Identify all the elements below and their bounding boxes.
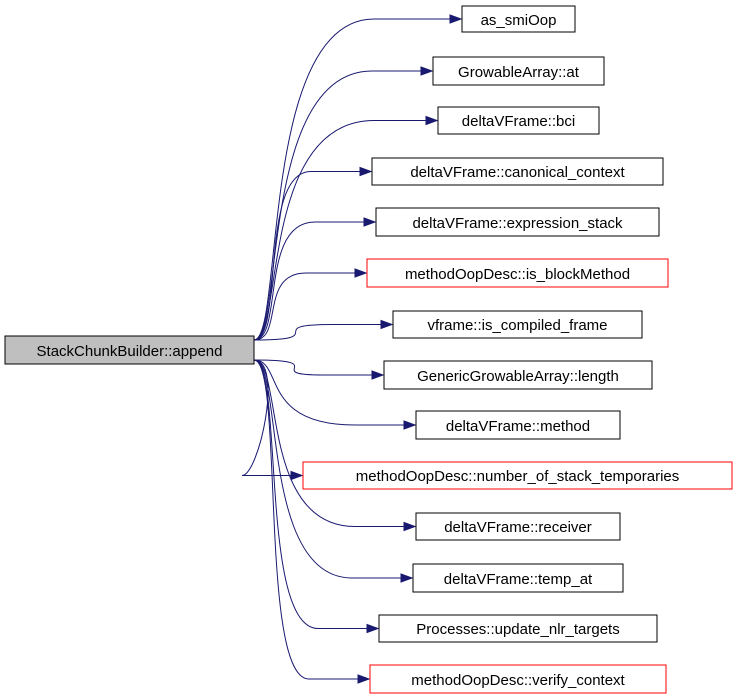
call-edges: [241, 14, 463, 684]
call-edge: [253, 359, 371, 684]
call-edge: [253, 217, 377, 341]
source-node[interactable]: StackChunkBuilder::append: [4, 335, 255, 365]
callee-node-label: GenericGrowableArray::length: [417, 368, 619, 385]
arrowhead: [290, 470, 304, 481]
callee-node-genericgrowablearray-length[interactable]: GenericGrowableArray::length: [383, 360, 653, 390]
call-edge: [241, 359, 304, 481]
call-edge: [253, 319, 394, 341]
arrowhead: [403, 420, 417, 430]
callee-node-vframe-is-compiled-frame[interactable]: vframe::is_compiled_frame: [392, 310, 643, 339]
callee-node-label: deltaVFrame::receiver: [444, 519, 592, 536]
arrowhead: [366, 623, 380, 634]
callee-node-label: Processes::update_nlr_targets: [416, 621, 619, 638]
call-edge: [253, 268, 368, 341]
callee-node-deltavframe-receiver[interactable]: deltaVFrame::receiver: [415, 512, 621, 541]
call-edge: [253, 359, 385, 380]
callee-node-label: methodOopDesc::is_blockMethod: [405, 266, 630, 283]
callee-node-label: GrowableArray::at: [458, 64, 580, 81]
callee-node-label: deltaVFrame::temp_at: [444, 571, 593, 588]
callee-node-deltavframe-temp-at[interactable]: deltaVFrame::temp_at: [412, 563, 624, 593]
callee-node-processes-update-nlr-targets[interactable]: Processes::update_nlr_targets: [378, 614, 658, 643]
callee-node-label: as_smiOop: [481, 12, 557, 29]
callee-node-label: methodOopDesc::verify_context: [411, 672, 625, 689]
callee-node-as-smioop[interactable]: as_smiOop: [461, 5, 576, 33]
arrowhead: [363, 217, 377, 227]
callee-node-label: deltaVFrame::expression_stack: [412, 215, 623, 232]
arrowhead: [400, 573, 414, 583]
call-edge: [253, 359, 414, 583]
call-edge: [253, 359, 417, 532]
arrowhead: [357, 674, 371, 684]
arrowhead: [403, 521, 417, 532]
arrowhead: [449, 14, 463, 24]
callee-node-label: vframe::is_compiled_frame: [427, 317, 607, 334]
arrowhead: [425, 115, 439, 126]
callee-node-label: deltaVFrame::canonical_context: [410, 164, 625, 181]
arrowhead: [420, 66, 434, 76]
source-node-label: StackChunkBuilder::append: [37, 343, 223, 360]
callee-node-methodoopdesc-number-of-stack-temporaries[interactable]: methodOopDesc::number_of_stack_temporari…: [302, 461, 733, 490]
callee-node-deltavframe-method[interactable]: deltaVFrame::method: [415, 410, 621, 440]
callee-node-growablearray-at[interactable]: GrowableArray::at: [432, 56, 605, 86]
arrowhead: [380, 319, 394, 330]
callee-node-methodoopdesc-is-blockmethod[interactable]: methodOopDesc::is_blockMethod: [366, 258, 669, 288]
callee-node-methodoopdesc-verify-context[interactable]: methodOopDesc::verify_context: [369, 664, 667, 694]
call-edge: [253, 115, 439, 341]
callee-node-deltavframe-bci[interactable]: deltaVFrame::bci: [437, 106, 600, 135]
callee-node-label: deltaVFrame::method: [446, 418, 590, 435]
arrowhead: [354, 268, 368, 278]
call-edge: [253, 359, 417, 430]
arrowhead: [359, 166, 373, 177]
call-edge: [253, 66, 434, 341]
arrowhead: [371, 370, 385, 380]
call-edge: [253, 359, 380, 634]
callee-node-deltavframe-expression-stack[interactable]: deltaVFrame::expression_stack: [375, 207, 660, 237]
call-edge: [253, 166, 373, 341]
call-edge: [253, 14, 463, 341]
callee-node-label: methodOopDesc::number_of_stack_temporari…: [356, 468, 680, 485]
callee-node-label: deltaVFrame::bci: [462, 113, 575, 130]
callee-node-deltavframe-canonical-context[interactable]: deltaVFrame::canonical_context: [371, 157, 664, 186]
